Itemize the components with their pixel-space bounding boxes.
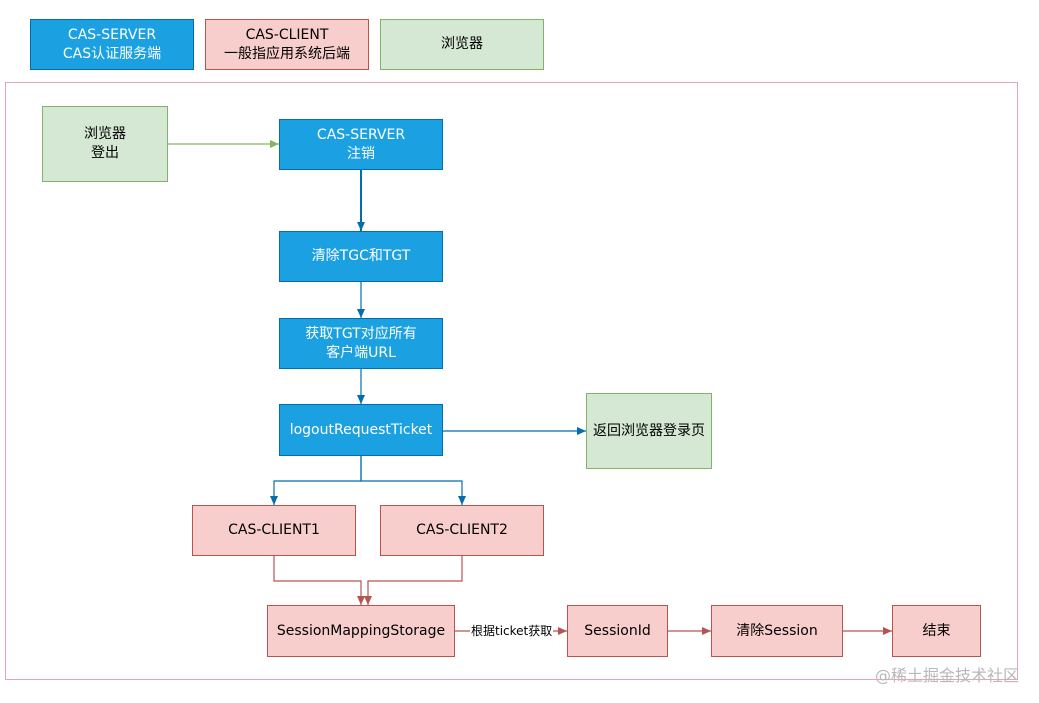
node-client1: CAS-CLIENT1 [192, 505, 356, 556]
node-clear-tgc-tgt: 清除TGC和TGT [279, 231, 443, 282]
edge-client1-to-storage [273, 556, 365, 605]
node-session-mapping-storage: SessionMappingStorage [267, 605, 455, 657]
node-browser-logout: 浏览器 登出 [42, 106, 168, 182]
edge-ticket-to-client2 [360, 456, 466, 505]
node-end: 结束 [892, 605, 981, 657]
legend-client: CAS-CLIENT 一般指应用系统后端 [205, 19, 369, 70]
flow-container [5, 82, 1018, 680]
legend-server: CAS-SERVER CAS认证服务端 [30, 19, 194, 70]
node-client2: CAS-CLIENT2 [380, 505, 544, 556]
edge-ticket-to-client1 [270, 456, 362, 505]
node-logout-request-ticket: logoutRequestTicket [279, 404, 443, 456]
node-server-logout: CAS-SERVER 注销 [279, 119, 443, 170]
edge-client2-to-storage [364, 556, 463, 605]
node-get-client-urls: 获取TGT对应所有 客户端URL [279, 318, 443, 369]
node-session-id: SessionId [567, 605, 668, 657]
node-return-login-page: 返回浏览器登录页 [586, 393, 712, 469]
watermark: @稀土掘金技术社区 [874, 666, 1019, 685]
edge-label-by-ticket: 根据ticket获取 [470, 624, 554, 638]
node-clear-session: 清除Session [711, 605, 843, 657]
legend-browser: 浏览器 [380, 19, 544, 70]
